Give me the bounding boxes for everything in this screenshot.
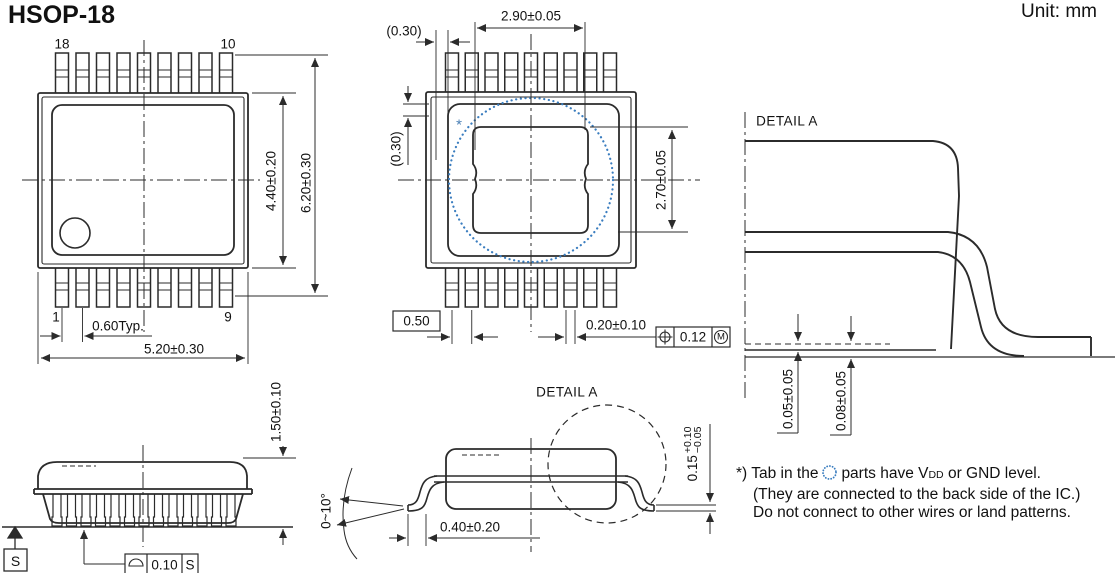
- dim-overall-length-label: 6.20±0.30: [298, 153, 314, 213]
- mmc-modifier-label: M: [717, 331, 725, 343]
- top-view: [22, 40, 328, 364]
- detail-a-dim-arrows: [777, 314, 855, 436]
- dim-tab-offset-top-label: (0.30): [386, 23, 422, 39]
- dim-tab-height-label: 2.70±0.05: [653, 150, 669, 210]
- seating-plane-symbol-icon: [128, 558, 144, 567]
- bottom-view-centerlines: [398, 34, 700, 332]
- datum-s-label: S: [10, 552, 21, 569]
- bottom-view-extension-lines: [403, 22, 688, 344]
- top-view-extension-lines: [37, 54, 328, 364]
- position-symbol-icon: [657, 329, 673, 345]
- front-view-body-lower: [42, 493, 244, 524]
- side-view-foot-extension: [656, 504, 716, 512]
- dim-height-label: 1.50±0.10: [268, 382, 284, 442]
- position-tolerance-frame: [655, 326, 731, 348]
- dim-body-length-label: 4.40±0.20: [263, 151, 279, 211]
- dim-tab-width-label: 2.90±0.05: [501, 8, 561, 24]
- seating-flatness-frame: [80, 530, 199, 573]
- datum-s-box: [3, 548, 28, 572]
- dim-foot-length-label: 0.40±0.20: [440, 519, 500, 535]
- dim-lead-angle-label: 0~10°: [318, 493, 334, 529]
- pin-10-label: 10: [220, 36, 236, 52]
- detail-a-lead-bottom: [745, 251, 1025, 357]
- detail-a-title: DETAIL A: [756, 113, 818, 129]
- detail-a-callout-title: DETAIL A: [536, 384, 598, 400]
- bottom-view: [392, 22, 731, 348]
- footnote-line2: (They are connected to the back side of …: [753, 486, 1081, 503]
- page-title: HSOP-18: [8, 1, 115, 29]
- top-view-dim-arrows: [40, 58, 319, 362]
- dim-lead-width-label: 0.20±0.10: [586, 317, 646, 333]
- footnote-line1-mid: parts have V: [841, 465, 929, 482]
- front-view-body-upper: [37, 461, 248, 489]
- datum-s-flag: [3, 525, 28, 572]
- dim-tab-offset-side-label: (0.30): [388, 131, 404, 167]
- lead-thickness-tol-minus: −0.05: [692, 426, 704, 454]
- datum-triangle-icon: [6, 525, 24, 539]
- top-view-pins-bottom: [54, 268, 234, 308]
- side-view-dim-arrows: [336, 424, 714, 542]
- dim-lead-pitch-label: 0.60Typ.: [92, 318, 144, 334]
- lead-thickness-value: 0.15: [685, 455, 701, 482]
- detail-a-lead-top: [745, 231, 1091, 338]
- front-view: [2, 445, 296, 573]
- footnote: *) Tab in the parts have VDD or GND level…: [736, 464, 1080, 522]
- vdd-subscript: DD: [928, 469, 944, 481]
- footnote-line3: Do not connect to other wires or land pa…: [753, 504, 1071, 521]
- exposed-tab-outline: [472, 126, 589, 234]
- footnote-line1: *) Tab in the parts have VDD or GND level…: [736, 465, 1041, 482]
- detail-a-view: [744, 112, 1115, 436]
- footnote-line1-suffix: or GND level.: [943, 465, 1041, 482]
- dotted-circle-icon: [821, 464, 838, 486]
- footnote-line1-prefix: *) Tab in the: [736, 465, 819, 482]
- side-view-extension-lines: [407, 514, 427, 546]
- dim-lead-thickness-label: 0.15 +0.10 −0.05: [682, 426, 704, 482]
- side-view-gullwings: [407, 475, 655, 512]
- dim-lead-pitch-boxed-label: 0.50: [403, 313, 430, 329]
- position-tolerance-value: 0.12: [679, 329, 707, 345]
- dim-tab-standoff-label: 0.05±0.05: [780, 369, 796, 429]
- pin-18-label: 18: [54, 36, 70, 52]
- pitch-dim-box: [392, 310, 441, 332]
- tab-asterisk-mark: *: [456, 116, 462, 134]
- front-view-leads: [51, 494, 237, 527]
- detail-a-callout-circle: [547, 404, 667, 524]
- bottom-view-pins-top: [444, 52, 618, 92]
- pin-1-indicator: [59, 217, 91, 249]
- top-view-centerlines: [22, 40, 260, 332]
- mmc-symbol-circle: [713, 329, 729, 345]
- seating-flatness-value: 0.10: [151, 556, 178, 572]
- side-view: [336, 404, 716, 560]
- seating-flatness-datum: S: [185, 556, 195, 572]
- dim-lead-standoff-label: 0.08±0.05: [833, 371, 849, 431]
- unit-label: Unit: mm: [1021, 1, 1097, 22]
- bottom-view-dim-arrows: [404, 24, 676, 341]
- angle-arc: [342, 467, 358, 560]
- dim-body-width-label: 5.20±0.30: [144, 341, 204, 357]
- pin-1-label: 1: [52, 309, 60, 325]
- pin-9-label: 9: [224, 309, 232, 325]
- detail-a-body-outline: [745, 140, 960, 350]
